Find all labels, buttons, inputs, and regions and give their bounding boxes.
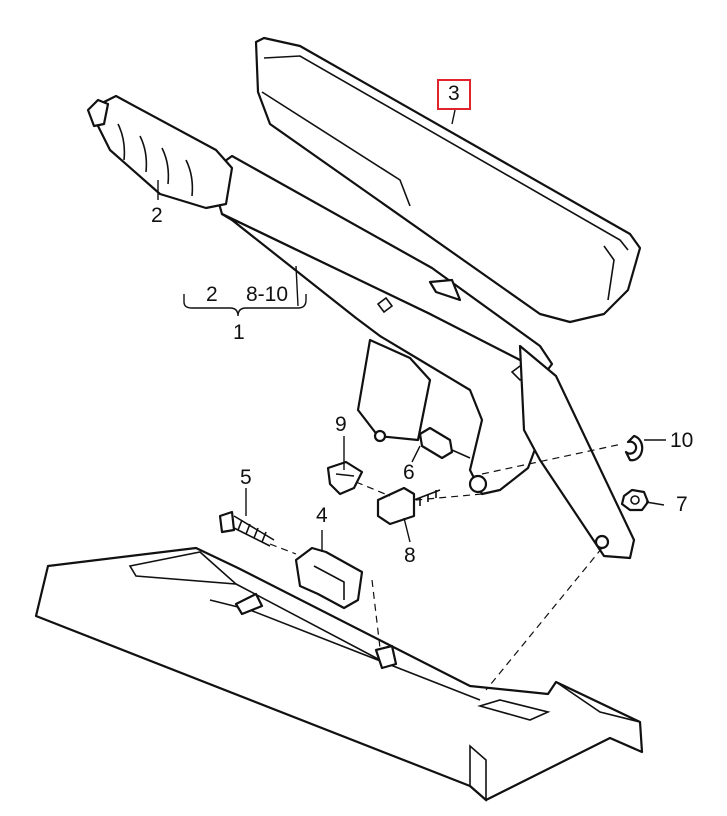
console-tray [34, 546, 644, 802]
callout-group-8-10[interactable]: 8-10 [246, 283, 289, 306]
callout-4[interactable]: 4 [316, 504, 328, 527]
pin-8 [376, 486, 441, 526]
callout-10[interactable]: 10 [670, 429, 694, 452]
callout-9[interactable]: 9 [335, 413, 347, 436]
nut-7 [620, 488, 650, 512]
screw-5 [218, 510, 275, 547]
callout-group-2[interactable]: 2 [206, 283, 218, 306]
clip-9 [326, 460, 364, 496]
callout-1[interactable]: 1 [233, 321, 245, 344]
callout-7[interactable]: 7 [676, 493, 688, 516]
callout-6[interactable]: 6 [403, 461, 415, 484]
bushing-6 [418, 426, 471, 460]
assembly-line-5 [269, 543, 297, 555]
leader-lines [157, 109, 666, 552]
assembly-line-2 [485, 547, 603, 691]
callout-8[interactable]: 8 [404, 544, 416, 567]
highlight-box [437, 79, 471, 110]
circlip-10 [624, 434, 644, 462]
callout-2-grip[interactable]: 2 [151, 204, 163, 227]
callout-5[interactable]: 5 [240, 466, 252, 489]
callout-3[interactable]: 3 [448, 82, 460, 105]
assembly-line-6 [355, 481, 391, 497]
holder-4 [294, 546, 398, 670]
armrest-cover-3 [254, 36, 642, 324]
